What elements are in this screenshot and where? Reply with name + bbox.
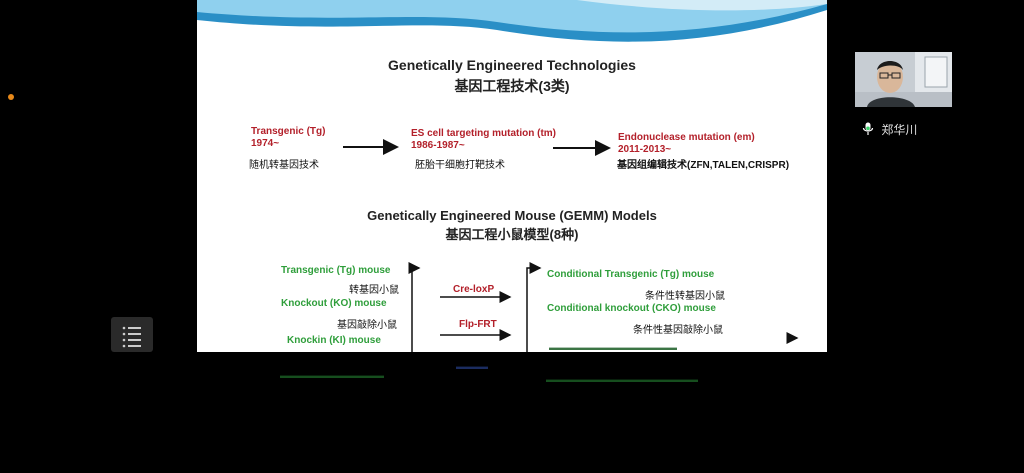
- list-menu-button[interactable]: [111, 317, 153, 352]
- model-cn: 条件性基因敲除小鼠: [633, 325, 723, 336]
- system-label: Cre-loxP: [453, 284, 495, 295]
- gemm-title-cn: 基因工程小鼠模型(8种): [445, 227, 579, 242]
- participant-video[interactable]: [855, 52, 952, 107]
- tech-years: 2011-2013~: [618, 144, 672, 155]
- slide-title-cn: 基因工程技术(3类): [454, 78, 570, 94]
- model-cn: 转基因小鼠: [349, 285, 399, 296]
- participant-label: 郑华川: [862, 121, 917, 139]
- model-cn: 基因敲除小鼠: [337, 320, 397, 331]
- model-en: Transgenic (Tg) mouse: [281, 265, 391, 276]
- list-icon: [122, 326, 141, 348]
- participant-avatar: [855, 52, 952, 107]
- slide-title-en: Genetically Engineered Technologies: [388, 57, 636, 73]
- diagram-arrows: [343, 139, 799, 352]
- slide-overflow-ghost: ▬▬▬▬▬▬▬▬▬▬▬▬▬: [280, 371, 384, 380]
- shared-slide: Genetically Engineered Technologies 基因工程…: [197, 0, 827, 352]
- tech-cn: 随机转基因技术: [249, 160, 319, 171]
- slide-overflow-ghost: ▬▬▬▬▬▬▬▬▬▬▬▬▬▬▬▬: [549, 343, 677, 352]
- gemm-title-en: Genetically Engineered Mouse (GEMM) Mode…: [367, 208, 657, 223]
- tech-years: 1974~: [251, 138, 280, 149]
- tech-name: Transgenic (Tg): [251, 126, 326, 137]
- tech-name: ES cell targeting mutation (tm): [411, 128, 557, 139]
- microphone-icon[interactable]: [862, 122, 874, 139]
- slide-overflow-ghost: ▬▬▬▬▬▬▬▬▬▬▬▬▬▬▬▬▬▬▬: [546, 375, 698, 384]
- model-en: Conditional Transgenic (Tg) mouse: [547, 269, 715, 280]
- model-en: Knockin (KI) mouse: [287, 335, 381, 346]
- tech-name: Endonuclease mutation (em): [618, 132, 755, 143]
- slide-wave-header: [197, 0, 827, 42]
- status-dot: [8, 94, 14, 100]
- system-label: Flp-FRT: [459, 319, 497, 330]
- model-en: Knockout (KO) mouse: [281, 298, 387, 309]
- tech-years: 1986-1987~: [411, 140, 465, 151]
- tech-cn: 基因组编辑技术(ZFN,TALEN,CRISPR): [617, 160, 790, 171]
- participant-name: 郑华川: [881, 123, 918, 137]
- tech-cn: 胚胎干细胞打靶技术: [415, 160, 505, 171]
- model-en: Conditional knockout (CKO) mouse: [547, 303, 716, 314]
- model-cn: 条件性转基因小鼠: [645, 291, 725, 302]
- slide-overflow-ghost: ▬▬▬▬: [456, 362, 488, 371]
